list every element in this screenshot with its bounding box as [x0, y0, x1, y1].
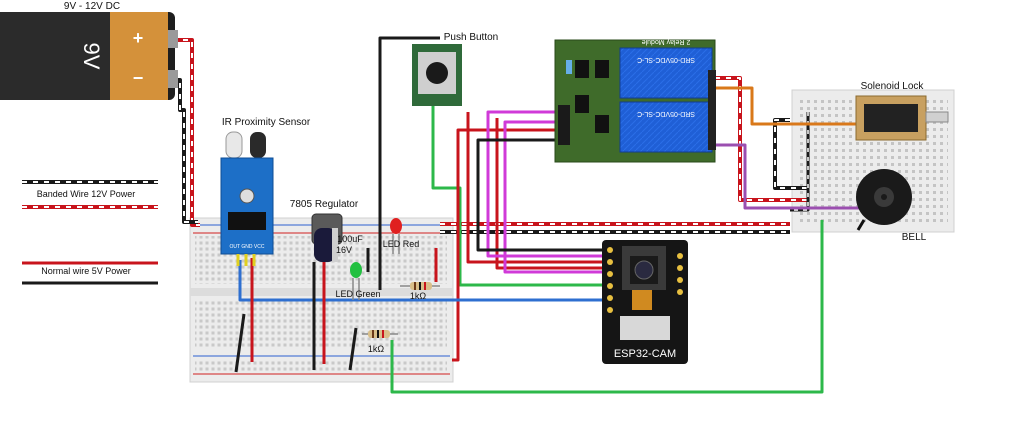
push-button: Push Button — [412, 32, 498, 106]
relay-module: SRD-05VDC-SL-C SRD-05VDC-SL-C 2 Relay Mo… — [554, 38, 716, 163]
wire-button-green — [431, 100, 610, 287]
led-red-label: LED Red — [383, 239, 420, 249]
bell-buzzer: BELL — [856, 169, 927, 243]
led-green: LED Green — [335, 262, 381, 300]
relay-part-label-a: SRD-05VDC-SL-C — [637, 56, 695, 63]
led-green-label: LED Green — [335, 289, 380, 299]
battery: 9V - 12V DC 9V + − — [0, 1, 178, 100]
ir-sensor-label: IR Proximity Sensor — [222, 117, 311, 128]
legend: Banded Wire 12V Power Normal wire 5V Pow… — [22, 180, 158, 285]
wire-purple — [712, 143, 860, 210]
regulator-label: 7805 Regulator — [290, 199, 359, 210]
wire-magenta-1 — [486, 110, 612, 258]
led-red: LED Red — [383, 218, 420, 254]
esp32-cam: ESP32-CAM — [602, 240, 688, 364]
ir-proximity-sensor: IR Proximity Sensor OUT GND VCC — [220, 117, 311, 266]
legend-normal-label: Normal wire 5V Power — [41, 266, 131, 276]
battery-9v-label: 9V — [79, 43, 104, 70]
push-button-label: Push Button — [444, 32, 498, 43]
relay-module-label: 2 Relay Module — [642, 38, 691, 45]
battery-voltage-label: 9V - 12V DC — [64, 1, 120, 12]
esp32-label: ESP32-CAM — [614, 348, 676, 360]
relay-part-label-b: SRD-05VDC-SL-C — [637, 110, 695, 117]
resistor-1-label: 1kΩ — [410, 291, 427, 301]
wire-orange — [712, 86, 858, 126]
wire-green-loop — [390, 220, 824, 394]
resistor-2: 1kΩ — [362, 330, 398, 354]
battery-minus-label: − — [133, 68, 144, 88]
wire-blue — [238, 260, 612, 302]
solenoid-lock-label: Solenoid Lock — [861, 81, 925, 92]
capacitor: 100uF 16V — [336, 234, 363, 255]
regulator-7805: 7805 Regulator — [290, 199, 359, 262]
capacitor-value-label: 100uF — [337, 234, 363, 244]
ir-pin-labels: OUT GND VCC — [230, 244, 265, 250]
battery-plus-label: + — [133, 28, 144, 48]
legend-banded-label: Banded Wire 12V Power — [37, 189, 136, 199]
solenoid-lock: Solenoid Lock — [855, 81, 949, 141]
capacitor-voltage-label: 16V — [336, 245, 352, 255]
wires — [172, 36, 860, 394]
bell-label: BELL — [902, 232, 927, 243]
resistor-1: 1kΩ — [400, 282, 440, 301]
wire-button-black — [378, 36, 440, 290]
wire-magenta-2 — [503, 120, 612, 274]
resistor-2-label: 1kΩ — [368, 344, 385, 354]
